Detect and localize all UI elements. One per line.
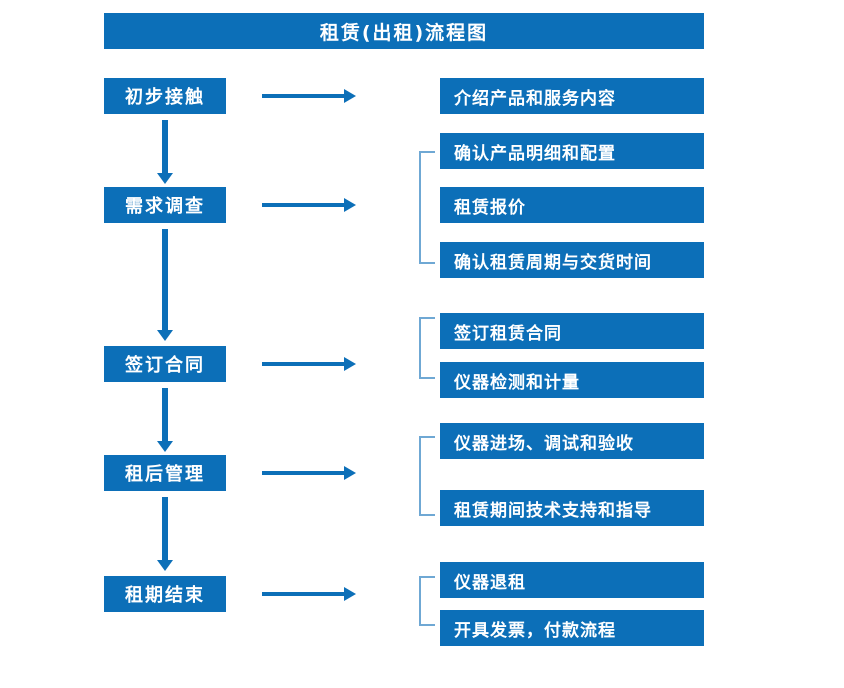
arrow-head bbox=[157, 173, 173, 184]
diagram-title: 租赁(出租)流程图 bbox=[104, 13, 704, 49]
detail-box-8[interactable]: 租赁期间技术支持和指导 bbox=[440, 490, 704, 526]
detail-box-7[interactable]: 仪器进场、调试和验收 bbox=[440, 423, 704, 459]
group-bracket-end bbox=[419, 576, 435, 626]
stage-box-3[interactable]: 签订合同 bbox=[104, 346, 226, 382]
group-bracket-contract bbox=[419, 317, 435, 379]
flow-arrow-down-2 bbox=[157, 229, 173, 341]
arrow-shaft bbox=[262, 362, 346, 366]
flow-arrow-down-1 bbox=[157, 120, 173, 184]
detail-box-3[interactable]: 租赁报价 bbox=[440, 187, 704, 223]
detail-box-6[interactable]: 仪器检测和计量 bbox=[440, 362, 704, 398]
detail-box-9[interactable]: 仪器退租 bbox=[440, 562, 704, 598]
flow-arrow-right-3 bbox=[262, 357, 356, 371]
arrow-head bbox=[157, 441, 173, 452]
arrow-head bbox=[344, 357, 356, 371]
flow-arrow-down-4 bbox=[157, 497, 173, 571]
flow-arrow-down-3 bbox=[157, 388, 173, 452]
detail-box-5[interactable]: 签订租赁合同 bbox=[440, 313, 704, 349]
arrow-shaft bbox=[262, 471, 346, 475]
arrow-shaft bbox=[162, 229, 168, 331]
arrow-shaft bbox=[262, 203, 346, 207]
detail-box-1[interactable]: 介绍产品和服务内容 bbox=[440, 78, 704, 114]
flow-arrow-right-1 bbox=[262, 89, 356, 103]
flow-arrow-right-4 bbox=[262, 466, 356, 480]
arrow-shaft bbox=[262, 94, 346, 98]
arrow-head bbox=[344, 466, 356, 480]
arrow-head bbox=[157, 560, 173, 571]
arrow-head bbox=[344, 198, 356, 212]
group-bracket-requirements bbox=[419, 151, 435, 264]
detail-box-4[interactable]: 确认租赁周期与交货时间 bbox=[440, 242, 704, 278]
arrow-shaft bbox=[262, 592, 346, 596]
stage-box-2[interactable]: 需求调查 bbox=[104, 187, 226, 223]
arrow-head bbox=[344, 89, 356, 103]
group-bracket-post-rental bbox=[419, 436, 435, 516]
stage-box-4[interactable]: 租后管理 bbox=[104, 455, 226, 491]
arrow-shaft bbox=[162, 388, 168, 442]
flow-arrow-right-5 bbox=[262, 587, 356, 601]
stage-box-5[interactable]: 租期结束 bbox=[104, 576, 226, 612]
detail-box-2[interactable]: 确认产品明细和配置 bbox=[440, 133, 704, 169]
arrow-shaft bbox=[162, 120, 168, 174]
arrow-head bbox=[157, 330, 173, 341]
arrow-head bbox=[344, 587, 356, 601]
detail-box-10[interactable]: 开具发票，付款流程 bbox=[440, 610, 704, 646]
stage-box-1[interactable]: 初步接触 bbox=[104, 78, 226, 114]
flow-arrow-right-2 bbox=[262, 198, 356, 212]
arrow-shaft bbox=[162, 497, 168, 561]
